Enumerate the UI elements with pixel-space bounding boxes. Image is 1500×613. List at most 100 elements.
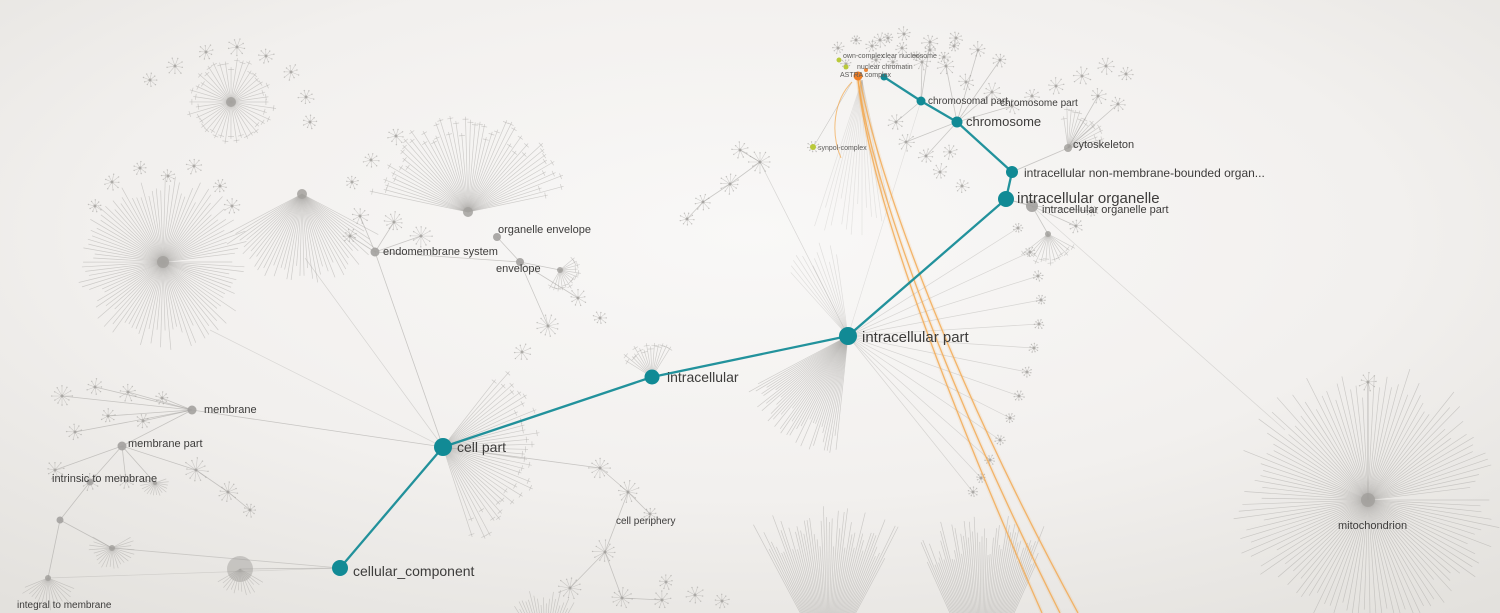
leaf-burst <box>654 590 672 609</box>
label-integral-to-membrane[interactable]: integral to membrane <box>17 600 112 611</box>
fan-cluster <box>78 173 247 350</box>
leaf-burst <box>1003 99 1021 115</box>
graph-hub-node[interactable] <box>56 516 64 524</box>
graph-hub-node[interactable] <box>117 441 127 451</box>
leaf-burst <box>351 208 370 225</box>
label-intracellular-organelle[interactable]: intracellular organelle <box>1017 190 1160 207</box>
fan-hub-node[interactable] <box>297 189 307 199</box>
fan-hub-node[interactable] <box>157 256 169 268</box>
graph-hub-node[interactable] <box>370 247 380 257</box>
leaf-burst <box>50 385 74 406</box>
leaf-burst <box>1024 246 1036 257</box>
green-complex-node[interactable] <box>810 144 816 150</box>
leaf-burst <box>1005 413 1016 424</box>
leaf-burst <box>887 56 899 67</box>
fan-cluster <box>1021 231 1075 266</box>
label-intrinsic-to-membrane[interactable]: intrinsic to membrane <box>52 473 157 485</box>
node-nucleosome-link[interactable] <box>880 73 888 81</box>
orange-satellite-node[interactable] <box>864 68 868 72</box>
node-nucleosome[interactable] <box>853 71 863 81</box>
fan-clusters <box>22 58 1500 613</box>
label-cell-part[interactable]: cell part <box>457 439 506 455</box>
label-nuclear-chromatin[interactable]: nuclear chromatin <box>857 64 913 71</box>
label-envelope[interactable]: envelope <box>496 263 541 275</box>
label-membrane-part[interactable]: membrane part <box>128 438 203 450</box>
leaf-burst <box>570 288 587 307</box>
graph-hub-node[interactable] <box>86 478 94 486</box>
leaf-burst <box>383 211 403 231</box>
fan-hub-node[interactable] <box>463 207 473 217</box>
leaf-burst <box>883 32 894 44</box>
node-chromosomal-part[interactable] <box>916 96 926 106</box>
leaf-burst <box>136 414 150 429</box>
label-endomembrane-system[interactable]: endomembrane system <box>383 246 498 258</box>
node-cell-part[interactable] <box>434 438 452 456</box>
leaf-burst <box>948 40 960 52</box>
fan-cluster <box>547 256 581 292</box>
leaf-burst <box>955 179 970 194</box>
label-intracellular-non-membrane-bounded-organelle[interactable]: intracellular non-membrane-bounded organ… <box>1024 166 1265 180</box>
hub-nodes <box>56 200 1038 524</box>
label-synpol-complex[interactable]: synpol-complex <box>818 145 867 152</box>
node-cellular-component[interactable] <box>332 560 348 576</box>
orange-highlight-path <box>810 57 1080 613</box>
leaf-burst <box>659 574 673 590</box>
leaf-burst <box>994 434 1006 446</box>
green-complex-node[interactable] <box>843 64 849 70</box>
leaf-burst <box>142 72 158 87</box>
fan-cluster <box>369 115 564 217</box>
label-mitochondrion[interactable]: mitochondrion <box>1338 520 1407 532</box>
leaf-burst <box>283 64 300 81</box>
fan-cluster <box>748 335 849 453</box>
graph-hub-node[interactable] <box>493 233 501 241</box>
leaf-burst <box>342 228 357 243</box>
leaf-burst <box>387 128 404 146</box>
leaf-burst <box>185 158 203 175</box>
leaf-burst <box>1021 366 1032 378</box>
node-intracellular[interactable] <box>644 369 660 385</box>
green-complex-node[interactable] <box>836 57 842 63</box>
label-intracellular-part[interactable]: intracellular part <box>862 329 970 346</box>
node-intracellular-organelle[interactable] <box>998 191 1014 207</box>
leaf-burst <box>1032 270 1044 282</box>
fan-cluster <box>920 515 1045 613</box>
label-intracellular[interactable]: intracellular <box>667 369 739 385</box>
node-intracellular-part[interactable] <box>839 327 857 345</box>
label-organelle-envelope[interactable]: organelle envelope <box>498 224 591 236</box>
label-membrane[interactable]: membrane <box>204 404 257 416</box>
leaf-burst <box>943 144 958 160</box>
leaf-burst <box>1033 319 1045 329</box>
leaf-burst <box>865 39 879 53</box>
leaf-burst <box>967 486 978 497</box>
label-intracellular-organelle-part[interactable]: intracellular organelle part <box>1042 204 1169 216</box>
label-cellular-component[interactable]: cellular_component <box>353 563 475 579</box>
label-cytoskeleton[interactable]: cytoskeleton <box>1073 139 1134 151</box>
fan-hub-node[interactable] <box>226 97 236 107</box>
graph-hub-node[interactable] <box>1026 200 1038 212</box>
label-astra-complex[interactable]: ASTRA complex <box>840 72 891 79</box>
leaf-burst <box>258 48 275 64</box>
graph-hub-node[interactable] <box>516 258 524 266</box>
label-nuclear-nucleosome[interactable]: clear nucleosome <box>882 53 937 60</box>
label-own-complex[interactable]: own-complex <box>843 53 885 60</box>
label-chromosome-part[interactable]: chromosome part <box>1000 98 1078 109</box>
label-chromosome[interactable]: chromosome <box>966 114 1041 129</box>
graph-hub-node[interactable] <box>187 405 197 415</box>
leaf-burst <box>1358 371 1377 392</box>
leaf-burst <box>297 89 315 105</box>
label-chromosomal-part[interactable]: chromosomal part <box>928 96 1008 107</box>
label-cell-periphery[interactable]: cell periphery <box>616 516 675 527</box>
node-intracellular-non-membrane-bounded-organelle[interactable] <box>1006 166 1018 178</box>
leaf-burst <box>938 51 951 64</box>
leaf-burst <box>119 383 137 402</box>
leaf-burst <box>1048 77 1065 95</box>
leaf-burst <box>850 35 862 45</box>
leaf-burst <box>409 226 433 248</box>
node-chromosome[interactable] <box>951 116 963 128</box>
leaf-burst <box>1097 57 1115 75</box>
leaf-burst <box>832 41 845 55</box>
leaf-burst <box>895 42 908 55</box>
